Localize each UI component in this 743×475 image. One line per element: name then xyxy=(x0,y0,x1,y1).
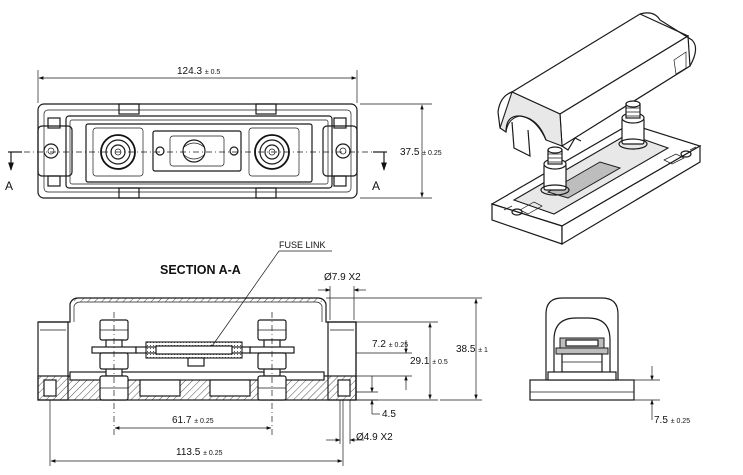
section-view: SECTION A-A FUSE LINK xyxy=(37,240,488,466)
dim-base-thick: 4.5 xyxy=(382,409,396,420)
dim-top-height: 37.5 ± 0.25 xyxy=(400,147,442,158)
dim-top-length: 124.3 ± 0.5 xyxy=(177,66,220,77)
dim-stud-spacing: 61.7 ± 0.25 xyxy=(172,415,214,426)
iso-cover xyxy=(497,12,697,158)
end-view: 7.5 ± 0.25 xyxy=(529,297,690,426)
mount-hole-left xyxy=(43,143,59,159)
left-mount-ear xyxy=(37,125,73,177)
fuse-link-top xyxy=(152,130,242,172)
iso-stud-right xyxy=(618,100,648,150)
dim-hole-dia: Ø7.9 X2 xyxy=(324,272,361,283)
section-marker-right: A xyxy=(372,179,380,193)
isometric-view xyxy=(490,12,702,246)
iso-stud-left xyxy=(540,146,570,196)
stud-left-top xyxy=(100,134,136,170)
section-stud-right xyxy=(249,319,295,401)
mount-hole-right xyxy=(335,143,351,159)
dim-height-mid: 29.1 ± 0.5 xyxy=(410,356,448,367)
dim-base-length: 113.5 ± 0.25 xyxy=(176,447,223,458)
section-marker-left: A xyxy=(5,179,13,193)
section-title: SECTION A-A xyxy=(160,263,241,277)
dim-height-total: 38.5 ± 1 xyxy=(456,344,488,355)
section-fuse-link xyxy=(135,341,251,367)
dim-mount-hole-dia: Ø4.9 X2 xyxy=(356,432,393,443)
dim-height-inner: 7.2 ± 0.25 xyxy=(372,339,408,350)
dim-end-height: 7.5 ± 0.25 xyxy=(654,415,690,426)
end-view-cover xyxy=(545,297,619,380)
iso-base xyxy=(490,123,702,246)
fuse-link-label: FUSE LINK xyxy=(279,240,326,250)
top-view: A A 124.3 ± 0.5 37.5 ± 0.25 xyxy=(5,66,442,199)
